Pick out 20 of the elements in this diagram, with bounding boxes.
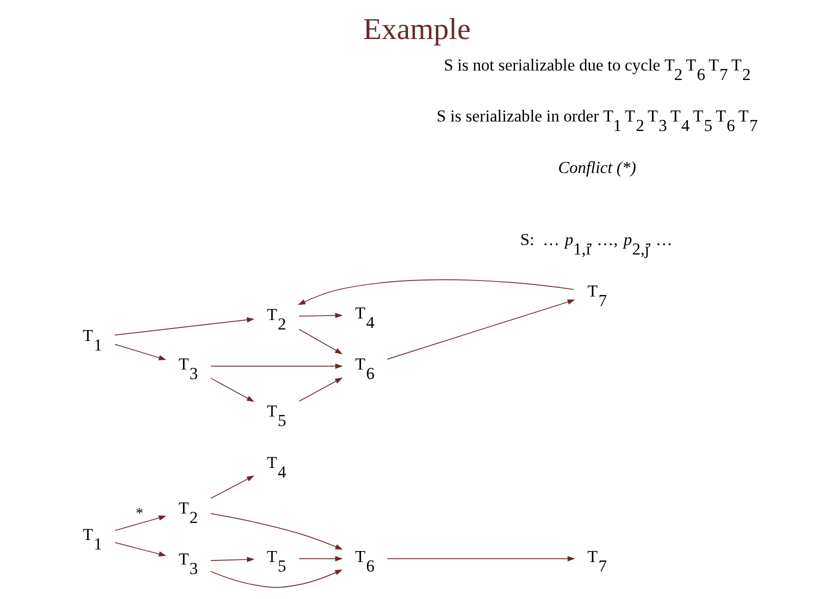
arrow <box>210 364 342 369</box>
edge-label: * <box>135 506 143 522</box>
arrow <box>298 312 342 318</box>
label: Conflict (*) <box>558 158 636 177</box>
arrow <box>298 556 342 562</box>
arrow <box>297 279 574 306</box>
arrow <box>114 515 166 531</box>
arrow <box>298 378 342 402</box>
arrow <box>386 556 575 562</box>
diagram-title: Example <box>362 12 470 46</box>
arrow <box>210 570 342 588</box>
arrow <box>114 344 166 360</box>
arrow <box>210 378 254 402</box>
arrow <box>210 513 342 550</box>
arrow <box>210 476 254 499</box>
arrow <box>298 328 342 354</box>
arrow <box>210 556 254 562</box>
arrow <box>114 317 254 336</box>
arrow <box>114 542 166 556</box>
arrow <box>386 299 575 360</box>
